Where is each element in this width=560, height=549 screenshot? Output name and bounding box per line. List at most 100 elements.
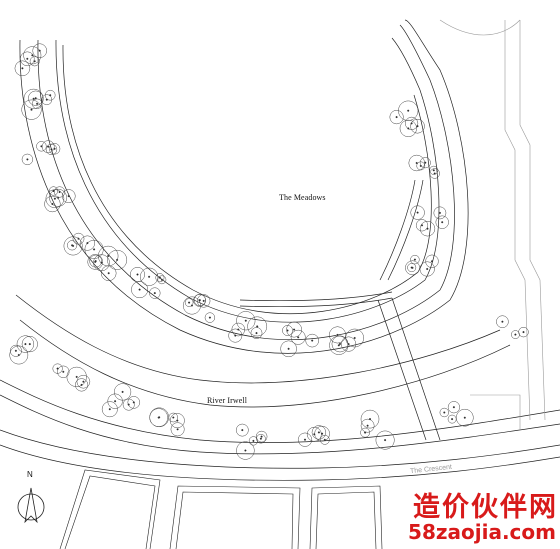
tree-canopy bbox=[419, 157, 431, 169]
tree-trunk-dot bbox=[94, 260, 97, 263]
tree-trunk-dot bbox=[451, 418, 454, 421]
tree-canopy bbox=[63, 236, 83, 256]
tree-trunk-dot bbox=[336, 333, 339, 336]
tree-canopy bbox=[250, 327, 263, 339]
tree-canopy bbox=[149, 287, 161, 299]
tree-canopy bbox=[415, 219, 429, 232]
tree-trunk-dot bbox=[311, 339, 314, 342]
tree-trunk-dot bbox=[132, 401, 135, 404]
tree-canopy bbox=[345, 328, 364, 348]
tree-canopy bbox=[155, 273, 165, 283]
tree-canopy bbox=[305, 333, 319, 348]
tree-trunk-dot bbox=[172, 416, 175, 419]
tree-canopy bbox=[79, 235, 95, 251]
tree-canopy bbox=[21, 336, 38, 353]
tree-canopy bbox=[67, 240, 78, 251]
tree-trunk-dot bbox=[286, 329, 289, 332]
north-label: N bbox=[27, 470, 33, 479]
tree-canopy bbox=[28, 90, 44, 106]
tree-canopy bbox=[425, 254, 439, 268]
tree-trunk-dot bbox=[49, 94, 52, 97]
tree-canopy bbox=[44, 89, 56, 101]
tree-trunk-dot bbox=[47, 145, 50, 148]
tree-canopy bbox=[23, 46, 42, 65]
tree-canopy bbox=[290, 329, 306, 345]
tree-canopy bbox=[419, 221, 436, 237]
tree-trunk-dot bbox=[160, 278, 163, 281]
tree-trunk-dot bbox=[50, 148, 53, 151]
tree-trunk-dot bbox=[107, 272, 110, 275]
tree-trunk-dot bbox=[366, 424, 369, 427]
tree-canopy bbox=[405, 260, 420, 276]
tree-canopy bbox=[360, 427, 370, 438]
tree-trunk-dot bbox=[426, 227, 429, 230]
tree-canopy bbox=[456, 408, 474, 427]
tree-canopy bbox=[439, 407, 449, 418]
tree-trunk-dot bbox=[441, 221, 444, 224]
tree-canopy bbox=[311, 425, 327, 440]
tree-trunk-dot bbox=[121, 390, 124, 393]
tree-canopy bbox=[184, 298, 194, 307]
tree-trunk-dot bbox=[463, 416, 466, 419]
label-the-meadows: The Meadows bbox=[279, 193, 326, 202]
north-arrow: N bbox=[16, 470, 46, 530]
tree-trunk-dot bbox=[108, 408, 111, 411]
tree-canopy bbox=[204, 312, 216, 323]
tree-canopy bbox=[389, 110, 404, 125]
tree-canopy bbox=[280, 340, 297, 358]
tree-trunk-dot bbox=[416, 211, 419, 214]
tree-canopy bbox=[255, 430, 268, 443]
tree-trunk-dot bbox=[384, 439, 387, 442]
tree-canopy bbox=[72, 232, 85, 245]
tree-trunk-dot bbox=[107, 254, 110, 258]
tree-canopy bbox=[433, 206, 447, 220]
tree-canopy bbox=[360, 409, 380, 429]
watermark-chinese: 造价伙伴网 bbox=[413, 492, 558, 523]
tree-canopy bbox=[36, 141, 47, 152]
tree-trunk-dot bbox=[323, 438, 326, 441]
tree-canopy bbox=[9, 344, 22, 357]
watermark-url: 58zaojia.com bbox=[408, 520, 556, 544]
tree-canopy bbox=[314, 425, 330, 442]
tree-trunk-dot bbox=[293, 328, 296, 331]
tree-canopy bbox=[23, 88, 44, 109]
tree-canopy bbox=[341, 336, 357, 352]
tree-trunk-dot bbox=[244, 319, 247, 322]
river-banks bbox=[0, 19, 560, 481]
tree-canopy bbox=[16, 335, 35, 353]
east-embankment bbox=[439, 19, 546, 430]
tree-trunk-dot bbox=[443, 411, 446, 414]
tree-trunk-dot bbox=[321, 432, 324, 435]
tree-trunk-dot bbox=[501, 320, 504, 323]
tree-canopy bbox=[435, 215, 449, 229]
tree-canopy bbox=[511, 330, 520, 339]
tree-trunk-dot bbox=[407, 109, 410, 112]
tree-trunk-dot bbox=[256, 325, 259, 328]
tree-canopy bbox=[235, 423, 249, 437]
tree-canopy bbox=[140, 267, 159, 286]
tree-canopy bbox=[182, 296, 201, 315]
tree-trunk-dot bbox=[419, 164, 422, 167]
tree-canopy bbox=[286, 321, 302, 338]
tree-canopy bbox=[429, 165, 439, 175]
tree-trunk-dot bbox=[287, 347, 290, 350]
street-blocks bbox=[59, 469, 383, 549]
tree-trunk-dot bbox=[432, 169, 435, 172]
tree-canopy bbox=[76, 374, 91, 389]
north-arrow-icon bbox=[17, 487, 45, 524]
tree-canopy bbox=[236, 311, 256, 331]
tree-trunk-dot bbox=[407, 127, 410, 130]
tree-canopy bbox=[297, 432, 313, 447]
tree-canopy bbox=[419, 261, 435, 277]
tree-trunk-dot bbox=[452, 406, 455, 409]
tree-canopy bbox=[399, 119, 417, 137]
tree-canopy bbox=[61, 189, 76, 203]
tree-trunk-dot bbox=[21, 67, 24, 70]
tree-trunk-dot bbox=[337, 344, 340, 347]
tree-canopy bbox=[14, 60, 31, 77]
tree-trunk-dot bbox=[415, 161, 418, 165]
tree-canopy bbox=[360, 418, 375, 433]
tree-canopy bbox=[48, 186, 59, 196]
tree-canopy bbox=[228, 328, 243, 343]
